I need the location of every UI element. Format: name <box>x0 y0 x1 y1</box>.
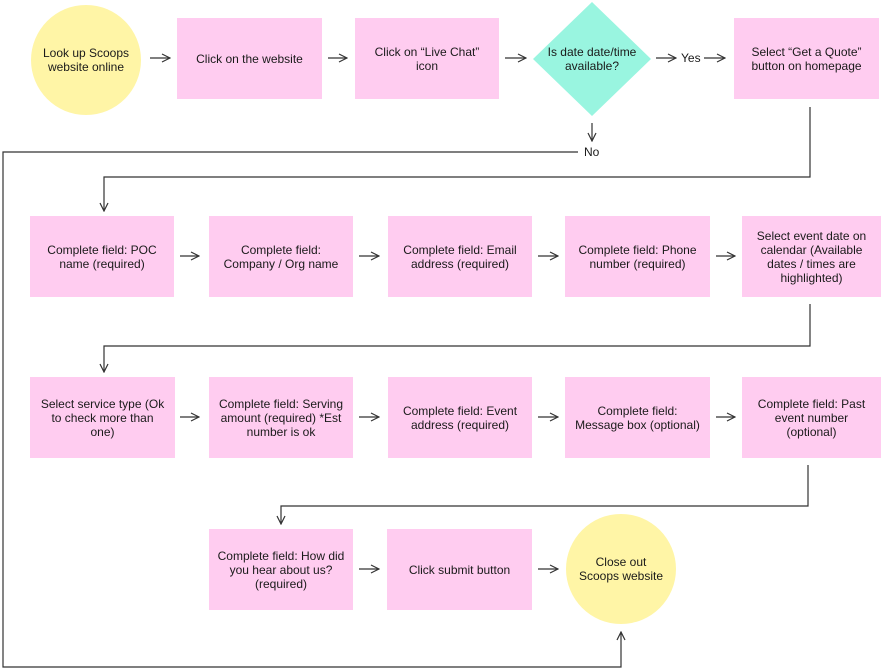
arrow-date-to-service <box>104 304 811 372</box>
start-node: Look up Scoops website online <box>31 5 141 115</box>
arrow-no-to-close <box>2 151 621 668</box>
arrow-past-to-hear <box>281 465 809 524</box>
get-quote-label: Select “Get a Quote” button on homepage <box>751 44 862 73</box>
service-type-node: Select service type (Ok to check more th… <box>30 377 175 458</box>
phone-node: Complete field: Phone number (required) <box>565 216 710 297</box>
event-address-node: Complete field: Event address (required) <box>388 377 532 458</box>
click-live-chat-label: Click on “Live Chat” icon <box>374 44 480 73</box>
event-date-node: Select event date on calendar (Available… <box>742 216 881 297</box>
phone-label: Complete field: Phone number (required) <box>578 242 697 271</box>
start-node-label: Look up Scoops website online <box>42 46 130 74</box>
past-event-node: Complete field: Past event number (optio… <box>742 377 881 458</box>
service-type-label: Select service type (Ok to check more th… <box>40 396 165 439</box>
end-node-label: Close out Scoops website <box>578 555 664 583</box>
email-label: Complete field: Email address (required) <box>403 242 517 271</box>
serving-amount-node: Complete field: Serving amount (required… <box>209 377 353 458</box>
get-quote-node: Select “Get a Quote” button on homepage <box>734 18 879 99</box>
message-box-node: Complete field: Message box (optional) <box>565 377 710 458</box>
submit-label: Click submit button <box>408 562 511 577</box>
email-node: Complete field: Email address (required) <box>388 216 532 297</box>
click-website-node: Click on the website <box>177 18 322 99</box>
company-node: Complete field: Company / Org name <box>209 216 353 297</box>
arrow-quote-to-poc <box>104 107 811 211</box>
poc-name-label: Complete field: POC name (required) <box>47 242 157 271</box>
no-label: No <box>584 145 600 159</box>
decision-diamond-shape <box>533 2 651 116</box>
event-date-label: Select event date on calendar (Available… <box>756 228 867 285</box>
serving-amount-label: Complete field: Serving amount (required… <box>218 396 344 439</box>
message-box-label: Complete field: Message box (optional) <box>575 403 700 432</box>
click-website-label: Click on the website <box>196 51 303 66</box>
end-node: Close out Scoops website <box>566 514 676 624</box>
decision-node: Is date date/time available? <box>533 2 651 116</box>
decision-label: Is date date/time available? <box>547 45 637 73</box>
click-live-chat-node: Click on “Live Chat” icon <box>355 18 499 99</box>
yes-label: Yes <box>681 51 701 65</box>
submit-node: Click submit button <box>387 529 532 610</box>
event-address-label: Complete field: Event address (required) <box>402 403 518 432</box>
hear-about-node: Complete field: How did you hear about u… <box>209 529 353 610</box>
past-event-label: Complete field: Past event number (optio… <box>757 396 866 439</box>
hear-about-label: Complete field: How did you hear about u… <box>217 548 345 591</box>
company-label: Complete field: Company / Org name <box>223 242 339 271</box>
poc-name-node: Complete field: POC name (required) <box>30 216 174 297</box>
